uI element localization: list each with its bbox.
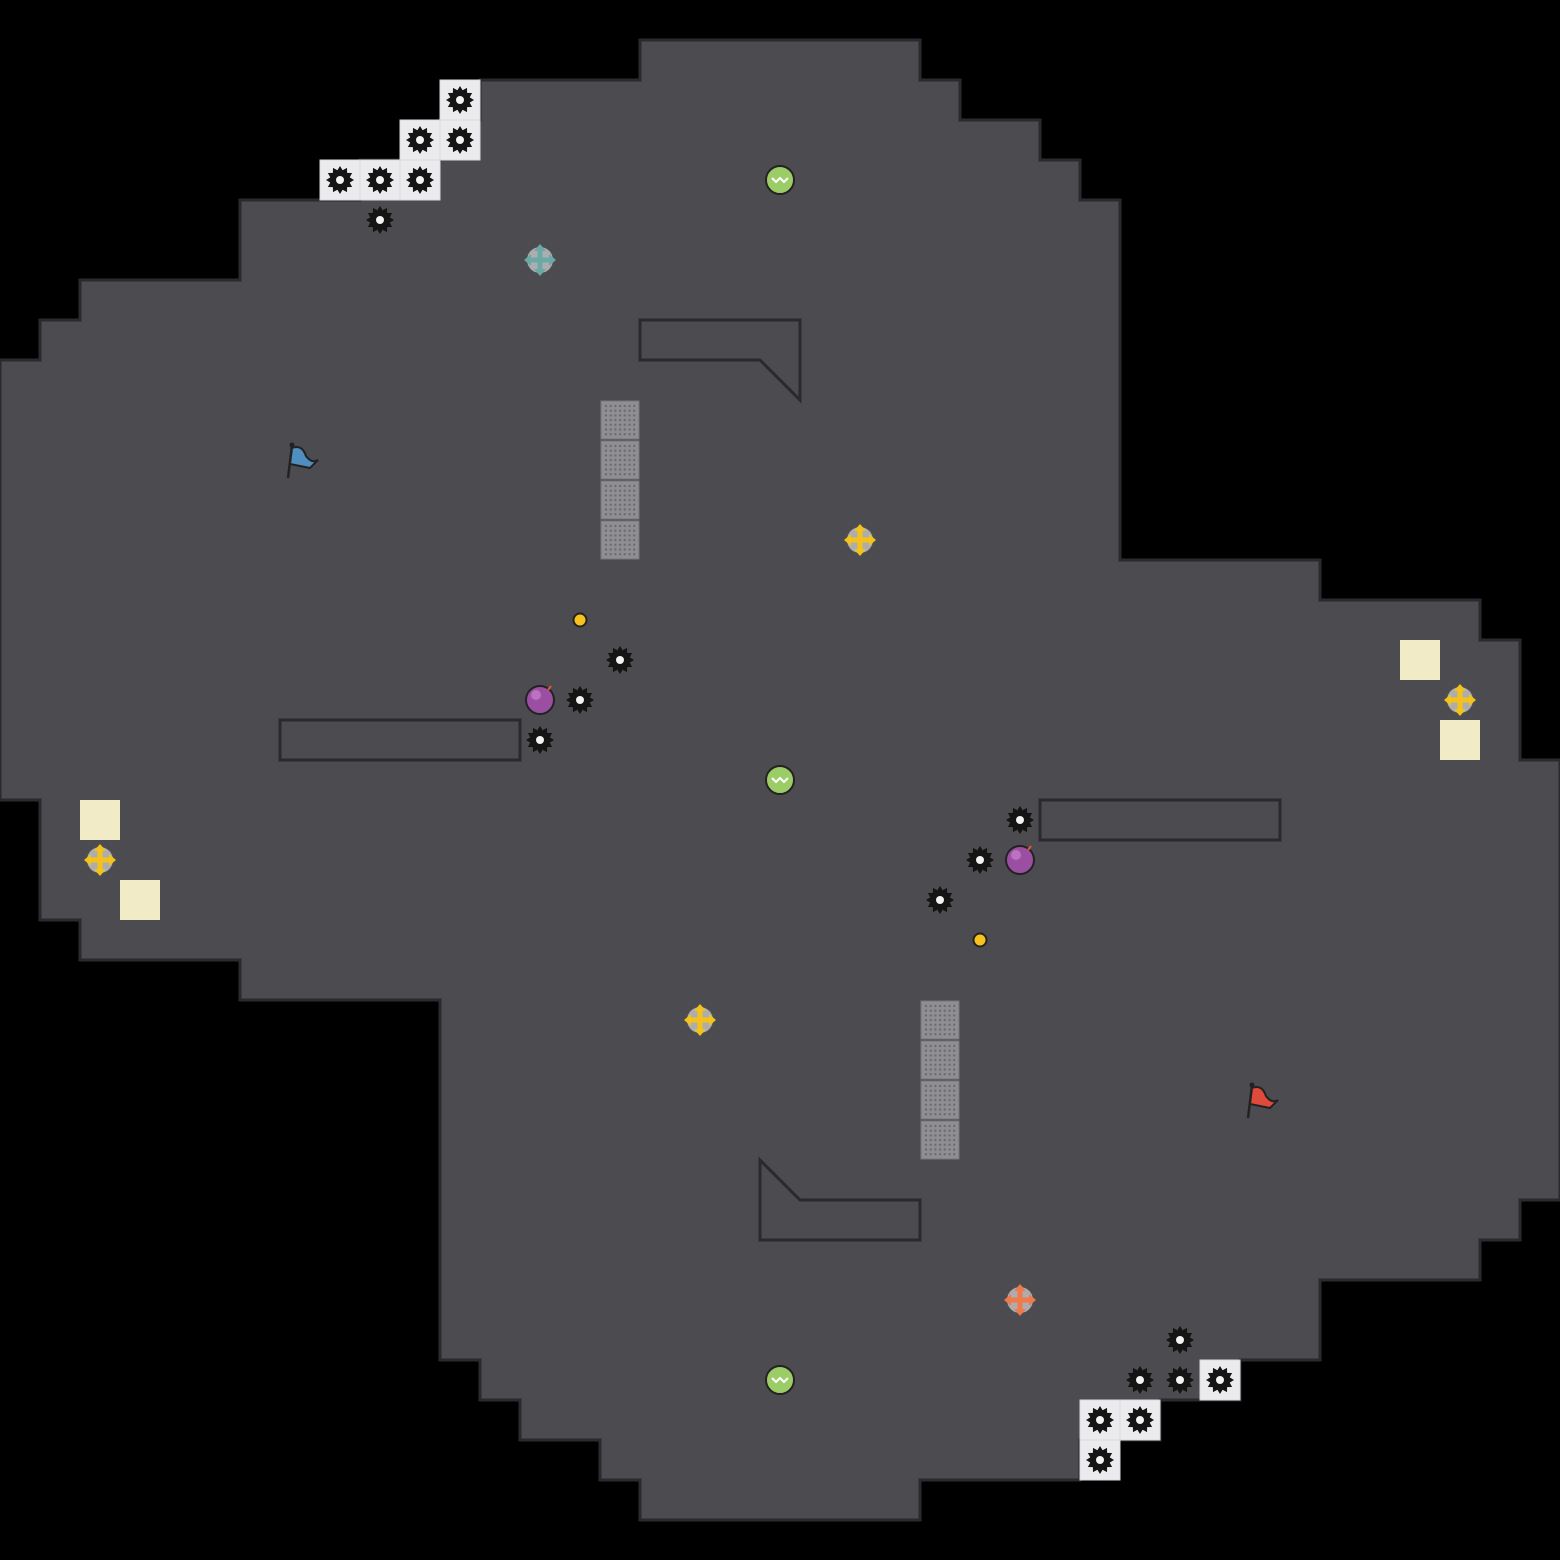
spike-icon [966, 846, 994, 874]
yellow-portal-icon [1444, 684, 1476, 716]
spike-icon [1166, 1366, 1194, 1394]
powerup-icon [765, 1365, 795, 1395]
bomb-icon [1005, 845, 1035, 875]
boost-tile [600, 400, 640, 440]
boost-tile [600, 440, 640, 480]
yellow-portal-icon [684, 1004, 716, 1036]
spike-icon [606, 646, 634, 674]
spawn-pad [120, 880, 160, 920]
blue-flag-icon [286, 442, 319, 479]
red-portal-icon [1004, 1284, 1036, 1316]
wall-upper [638, 318, 802, 404]
bomb-icon [525, 685, 555, 715]
spike-icon [366, 206, 394, 234]
spike-icon [566, 686, 594, 714]
boost-tile [920, 1000, 960, 1040]
blue-portal-icon [524, 244, 556, 276]
powerup-icon [765, 765, 795, 795]
spike-icon [1166, 1326, 1194, 1354]
spike-icon [1086, 1446, 1114, 1474]
spike-icon [1126, 1406, 1154, 1434]
yellow-portal-icon [84, 844, 116, 876]
spawn-pad [1440, 720, 1480, 760]
spawn-pad [1400, 640, 1440, 680]
spike-icon [406, 166, 434, 194]
wall-left [278, 718, 522, 762]
spike-icon [446, 126, 474, 154]
boost-tile [920, 1080, 960, 1120]
boost-tile [600, 480, 640, 520]
pellet-icon [572, 612, 588, 628]
powerup-icon [765, 165, 795, 195]
spike-icon [1126, 1366, 1154, 1394]
boost-tile [920, 1040, 960, 1080]
boost-tile [920, 1120, 960, 1160]
spike-icon [1086, 1406, 1114, 1434]
red-flag-icon [1246, 1082, 1279, 1119]
spike-icon [526, 726, 554, 754]
spike-icon [366, 166, 394, 194]
object-layer [84, 86, 1476, 1474]
spike-icon [1006, 806, 1034, 834]
yellow-portal-icon [844, 524, 876, 556]
spike-icon [446, 86, 474, 114]
spike-icon [1206, 1366, 1234, 1394]
wall-right [1038, 798, 1282, 842]
spike-icon [326, 166, 354, 194]
spike-icon [406, 126, 434, 154]
wall-lower [758, 1156, 922, 1242]
spike-icon [926, 886, 954, 914]
boost-tile [600, 520, 640, 560]
pellet-icon [972, 932, 988, 948]
spawn-pad [80, 800, 120, 840]
